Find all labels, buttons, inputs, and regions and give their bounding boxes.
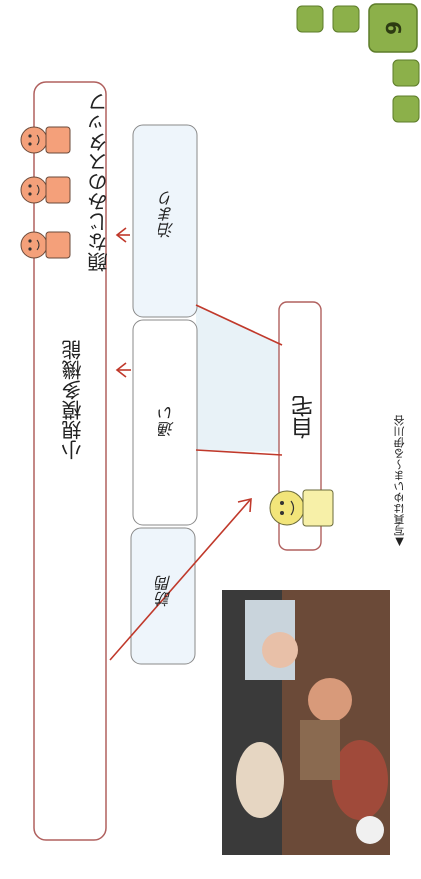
arrow-container-to-visit [109,499,251,661]
nav-square [392,95,420,123]
staff-icon [20,176,71,204]
nav-square [296,5,324,33]
service-label-daycare: 通い [158,405,177,437]
service-box-visit [130,527,196,665]
nav-square [332,5,360,33]
staff-figures [20,126,71,259]
service-box-overnight [132,124,198,318]
home-person-icon [269,489,334,527]
nav-square [392,59,420,87]
service-label-overnight: 泊まり [158,190,177,238]
photo [222,590,390,855]
arrow-overnight-to-home [195,304,283,346]
photo-caption: ▲写真はゆいま〜る伊川谷 [393,415,406,549]
service-container [33,81,107,841]
connector-band [196,305,282,452]
page-nav [296,3,420,123]
staff-label: 顔なじみのスタッフ [87,92,111,272]
arrow-daycare-to-home [195,449,283,456]
home-box [278,301,322,551]
service-label-visit: 訪問 [155,575,174,607]
home-label: 自宅 [292,395,317,439]
arrows [109,227,283,661]
service-box-daycare [132,319,198,526]
page-number: 6 [381,21,405,35]
staff-icon [20,126,71,154]
staff-icon [20,231,71,259]
nav-square-current [368,3,418,53]
container-label: 小規模多機能 [61,340,85,460]
